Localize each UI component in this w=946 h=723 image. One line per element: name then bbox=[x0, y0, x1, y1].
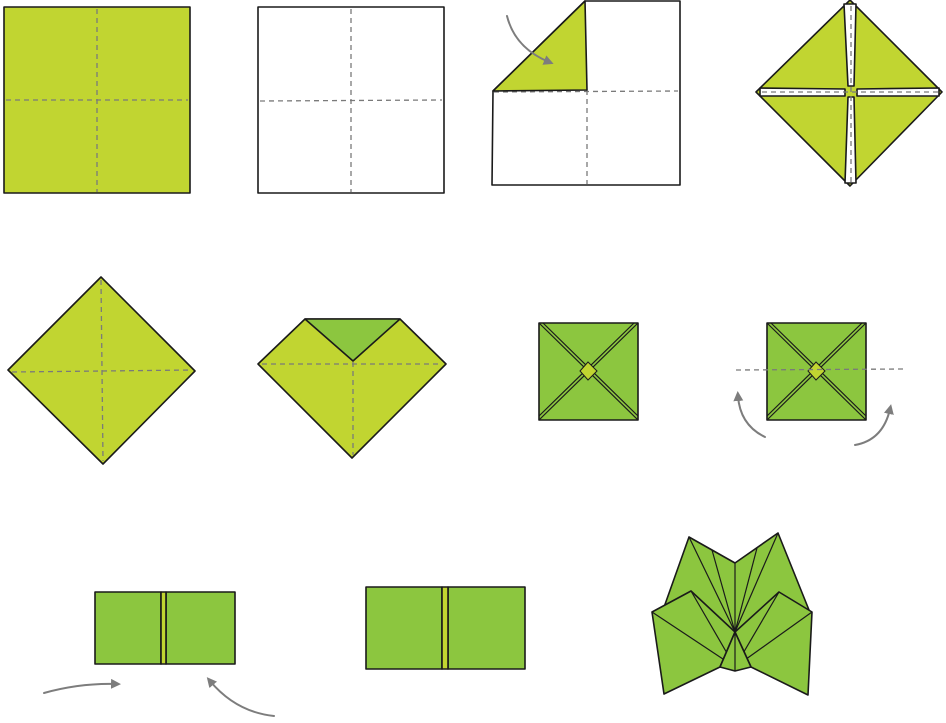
step-9-rectangle-push bbox=[44, 592, 274, 716]
step-1-square-colored bbox=[4, 7, 190, 193]
step-3-fold-corner bbox=[492, 1, 680, 185]
step-4-diamond-folded bbox=[756, 0, 942, 186]
step-11-finished-fortune-teller bbox=[652, 533, 812, 695]
step-8-fold-in-half bbox=[736, 323, 904, 445]
step-7-small-square bbox=[539, 323, 638, 420]
step-2-square-white bbox=[258, 7, 444, 193]
horizontal-fold-line bbox=[736, 369, 904, 370]
folded-corner-flap bbox=[493, 1, 587, 91]
step-10-rectangle bbox=[366, 587, 525, 669]
left-fold-arrow bbox=[738, 396, 765, 437]
step-6-top-corner-folded bbox=[258, 319, 446, 458]
push-in-arrow-right bbox=[210, 681, 274, 716]
step-5-diamond-flipped bbox=[8, 277, 195, 464]
push-in-arrow-left bbox=[44, 684, 116, 693]
